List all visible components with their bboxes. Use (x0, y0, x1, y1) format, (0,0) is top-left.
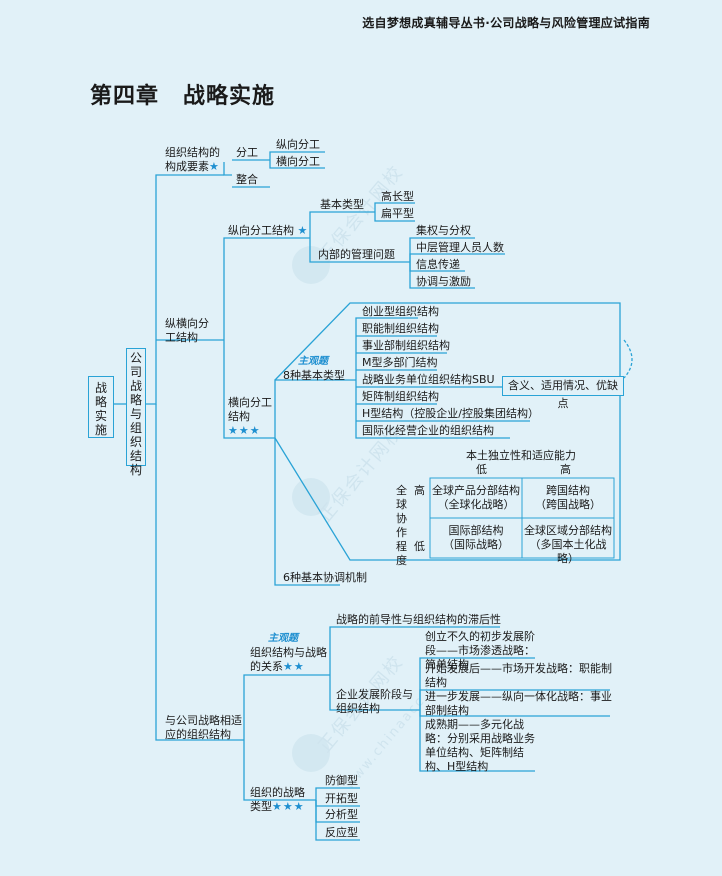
type-item: M型多部门结构 (362, 356, 438, 369)
fengong-node: 分工 (236, 146, 258, 159)
type-item: 战略业务单位组织结构SBU (362, 373, 495, 386)
matrix-cell: 国际部结构（国际战略） (443, 524, 509, 551)
chapter-title: 第四章战略实施 (90, 78, 275, 110)
sub-root-node: 公司战略与组织结构 (126, 348, 146, 477)
strategy-type-item: 反应型 (325, 826, 358, 839)
chapter-name: 战略实施 (183, 84, 276, 109)
matrix-high-label: 高 (560, 463, 571, 476)
watermark-seal-icon (292, 734, 330, 772)
relation-node: 组织结构与战略的关系★★ (250, 646, 327, 673)
bianping-node: 扁平型 (381, 207, 414, 220)
subjective-tag: 主观题 (298, 356, 328, 367)
matrix-low-label: 低 (476, 463, 487, 476)
coordination-node: 6种基本协调机制 (283, 571, 367, 584)
lead-lag-node: 战略的前导性与组织结构的滞后性 (336, 613, 501, 626)
matrix-top-title: 本土独立性和适应能力 (466, 449, 576, 462)
strategy-type-item: 开拓型 (325, 792, 358, 805)
matrix-cell: 全球产品分部结构（全球化战略） (432, 484, 520, 511)
strategy-types-node: 组织的战略类型★★★ (250, 786, 305, 813)
stage-item: 创立不久的初步发展阶段——市场渗透战略：简单结构 (425, 630, 535, 671)
issue-item: 信息传递 (416, 258, 460, 271)
subjective-tag: 主观题 (268, 633, 298, 644)
matrix-side-low: 低 (414, 540, 425, 553)
branch2-label: 纵横向分工结构 (165, 317, 209, 344)
branch3-label: 与公司战略相适应的组织结构 (165, 714, 242, 741)
type-item: 国际化经营企业的组织结构 (362, 424, 494, 437)
gaochang-node: 高长型 (381, 190, 414, 203)
book-title: 选自梦想成真辅导丛书·公司战略与风险管理应试指南 (362, 16, 650, 30)
issues-node: 内部的管理问题 (318, 248, 395, 261)
basic-types-node: 基本类型 (320, 198, 364, 211)
matrix-cell: 跨国结构（跨国战略） (535, 484, 601, 511)
type-item: 职能制组织结构 (362, 322, 439, 335)
hengxiang-fengong-node: 横向分工 (276, 155, 320, 168)
type-item: 事业部制组织结构 (362, 339, 450, 352)
zongxiang-structure-node: 纵向分工结构 ★ (228, 224, 309, 237)
strategy-type-item: 分析型 (325, 808, 358, 821)
zhenghe-node: 整合 (236, 173, 258, 186)
stage-item: 成熟期——多元化战略：分别采用战略业务单位结构、矩阵制结构、H型结构 (425, 718, 535, 773)
stage-item: 进一步发展——纵向一体化战略：事业部制结构 (425, 690, 612, 717)
matrix-side-title: 全球协作程度 (396, 484, 407, 567)
chapter-number: 第四章 (90, 84, 160, 109)
branch1-label: 组织结构的构成要素★ (165, 146, 220, 173)
hengxiang-structure-node: 横向分工结构 ★★★ (228, 396, 272, 437)
type-item: H型结构（控股企业/控股集团结构） (362, 407, 539, 420)
matrix-side-high: 高 (414, 484, 425, 497)
stages-node: 企业发展阶段与组织结构 (336, 688, 413, 715)
page-header: 选自梦想成真辅导丛书·公司战略与风险管理应试指南 (0, 0, 722, 38)
issue-item: 中层管理人员人数 (416, 241, 504, 254)
matrix-cell: 全球区域分部结构（多国本土化战略） (524, 524, 612, 565)
issue-item: 集权与分权 (416, 224, 471, 237)
type-item: 创业型组织结构 (362, 305, 439, 318)
types-note-box: 含义、适用情况、优缺点 (502, 376, 624, 410)
stage-item: 开始发展后——市场开发战略：职能制结构 (425, 662, 612, 689)
zongxiang-fengong-node: 纵向分工 (276, 138, 320, 151)
root-node: 战略实施 (88, 376, 114, 438)
strategy-type-item: 防御型 (325, 774, 358, 787)
watermark-seal-icon (292, 246, 330, 284)
issue-item: 协调与激励 (416, 275, 471, 288)
type-item: 矩阵制组织结构 (362, 390, 439, 403)
eight-types-node: 8种基本类型 (283, 369, 345, 382)
